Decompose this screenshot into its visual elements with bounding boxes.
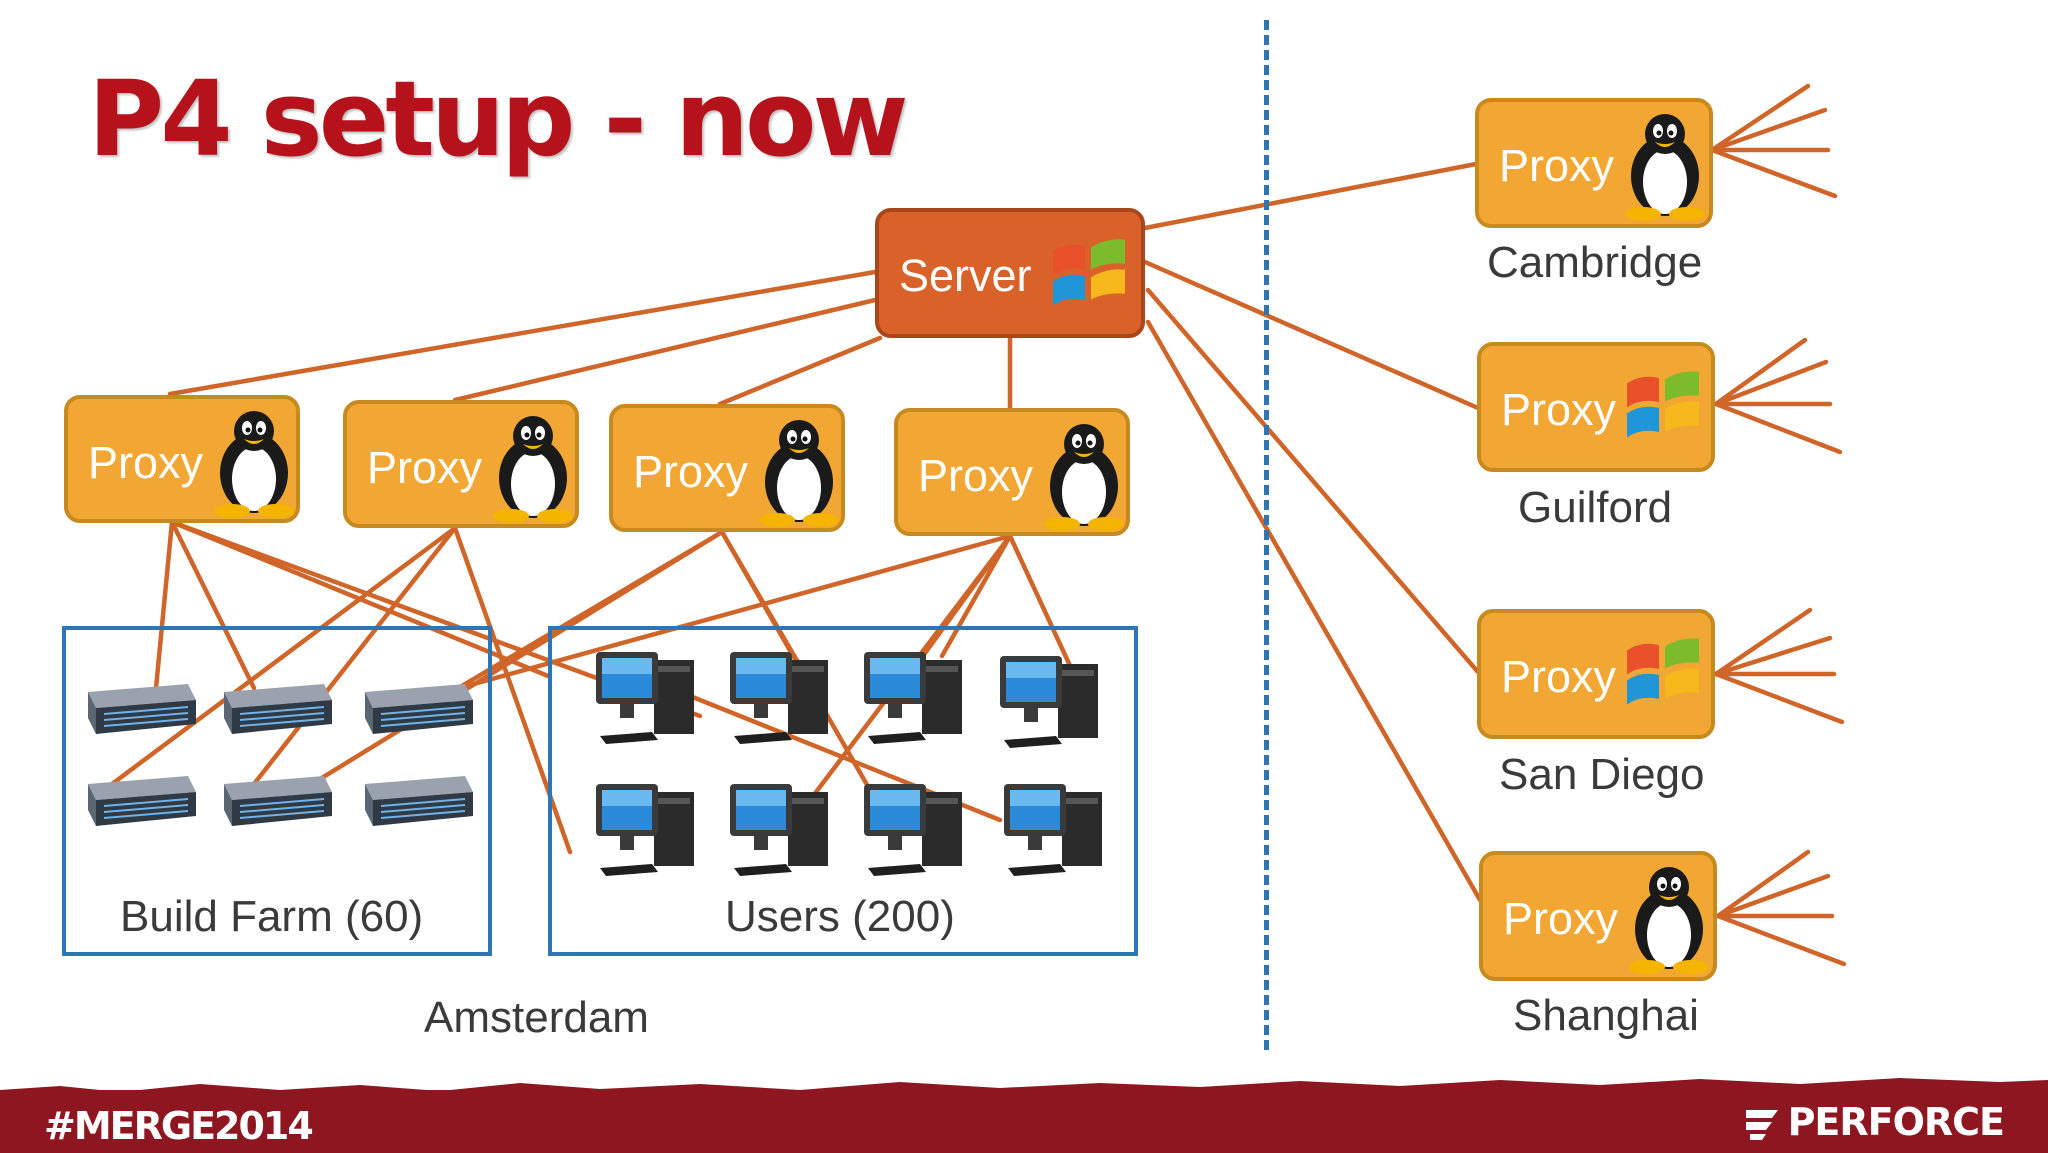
windows-icon [1047, 234, 1131, 323]
connector-line [1709, 83, 1811, 153]
proxy-cambridge[interactable]: Proxy [1475, 98, 1713, 228]
linux-penguin-icon [1619, 110, 1711, 227]
connector-line [939, 533, 1013, 659]
connector-line [1715, 913, 1847, 967]
linux-penguin-icon [1623, 863, 1715, 980]
slide-title: P4 setup - now [88, 58, 909, 180]
connector-line [1713, 401, 1843, 455]
users-label: Users (200) [725, 892, 955, 941]
connector-line [1713, 671, 1845, 725]
proxy-amsterdam-2[interactable]: Proxy [343, 400, 579, 528]
build-farm-label: Build Farm (60) [120, 892, 424, 941]
connector-line [1715, 873, 1831, 919]
proxy-san-diego[interactable]: Proxy [1477, 609, 1715, 739]
connector-line [717, 335, 883, 407]
linux-penguin-icon [1038, 420, 1130, 537]
rack-server-icon [355, 770, 475, 837]
connector-line [109, 525, 458, 787]
site-divider [1264, 20, 1269, 1050]
footer-brand-text: PERFORCE [1787, 1100, 2005, 1144]
footer-brand: PERFORCE [1742, 1100, 2005, 1144]
server-label: Server [899, 250, 1032, 301]
rack-server-icon [214, 678, 334, 745]
desktop-computer-icon [860, 780, 970, 881]
connector-line [1713, 607, 1813, 677]
desktop-computer-icon [996, 652, 1106, 753]
proxy-label: Proxy [88, 437, 204, 488]
connector-line [309, 529, 725, 787]
connector-line [1715, 849, 1811, 919]
connector-line [1713, 359, 1829, 407]
proxy-label: Proxy [1501, 384, 1617, 435]
proxy-label: Proxy [367, 442, 483, 493]
connector-line [167, 269, 878, 397]
desktop-computer-icon [592, 648, 702, 749]
desktop-computer-icon [1000, 780, 1110, 881]
rack-server-icon [78, 678, 198, 745]
site-label-shanghai: Shanghai [1513, 991, 1699, 1040]
proxy-amsterdam-4[interactable]: Proxy [894, 408, 1130, 536]
connector-line [1709, 147, 1838, 199]
proxy-amsterdam-1[interactable]: Proxy [64, 395, 300, 523]
proxy-guilford[interactable]: Proxy [1477, 342, 1715, 472]
desktop-computer-icon [726, 780, 836, 881]
desktop-computer-icon [592, 780, 702, 881]
server-node[interactable]: Server [875, 208, 1145, 338]
connector-line [1007, 533, 1075, 673]
site-label-cambridge: Cambridge [1487, 238, 1703, 287]
windows-icon [1621, 633, 1705, 722]
linux-penguin-icon [208, 407, 300, 524]
footer-bar [0, 1090, 2048, 1153]
proxy-label: Proxy [1499, 140, 1615, 191]
rack-server-icon [78, 770, 198, 837]
proxy-label: Proxy [1501, 651, 1617, 702]
connector-line [169, 519, 257, 691]
linux-penguin-icon [753, 416, 845, 533]
windows-icon [1621, 366, 1705, 455]
connector-line [251, 525, 458, 787]
site-label-san-diego: San Diego [1499, 750, 1705, 799]
connector-line [1142, 161, 1479, 231]
connector-line [449, 533, 1013, 693]
proxy-label: Proxy [1503, 893, 1619, 944]
rack-server-icon [214, 770, 334, 837]
connector-line [1145, 319, 1483, 903]
proxy-amsterdam-3[interactable]: Proxy [609, 404, 845, 532]
connector-line [1145, 287, 1481, 675]
connector-line [452, 297, 878, 403]
connector-line [1142, 259, 1481, 411]
connector-line [1713, 635, 1833, 677]
linux-penguin-icon [487, 412, 579, 529]
site-label-amsterdam: Amsterdam [424, 993, 649, 1042]
proxy-shanghai[interactable]: Proxy [1479, 851, 1717, 981]
connector-line [153, 519, 175, 691]
rack-server-icon [355, 678, 475, 745]
proxy-label: Proxy [633, 446, 749, 497]
connector-line [1709, 107, 1828, 153]
users-group [548, 626, 1138, 956]
site-label-guilford: Guilford [1518, 483, 1673, 532]
desktop-computer-icon [860, 648, 970, 749]
connector-line [1713, 337, 1808, 407]
proxy-label: Proxy [918, 450, 1034, 501]
build-farm-group [62, 626, 492, 956]
footer-hashtag: #MERGE2014 [44, 1104, 314, 1148]
perforce-logo-icon [1745, 1110, 1778, 1140]
desktop-computer-icon [726, 648, 836, 749]
